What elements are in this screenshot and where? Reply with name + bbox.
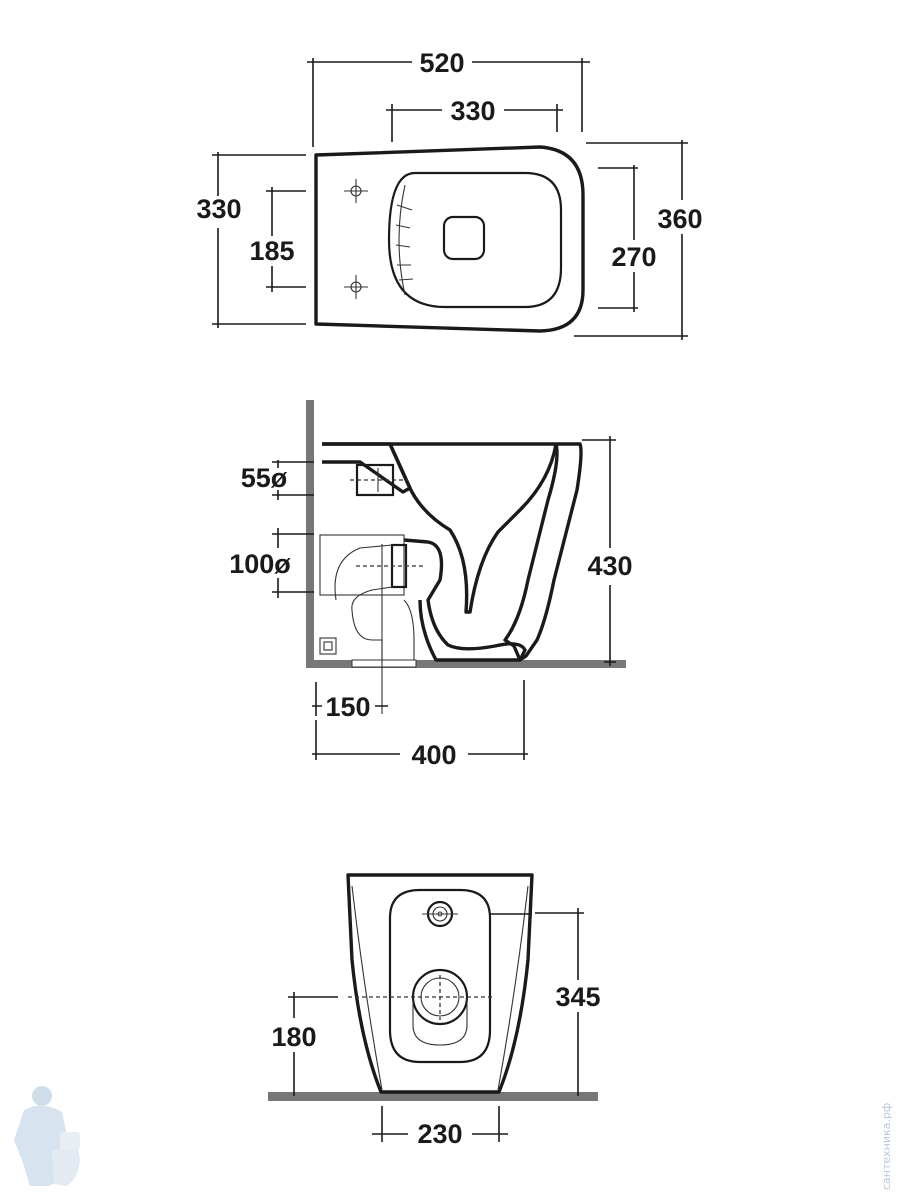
dim-base-width: 230 xyxy=(417,1119,462,1149)
dim-outlet-offset: 150 xyxy=(325,692,370,722)
dim-depth: 400 xyxy=(411,740,456,770)
dim-seat-width: 330 xyxy=(450,96,495,126)
dim-fixing-spacing: 185 xyxy=(249,236,294,266)
plumber-mascot-icon xyxy=(14,1086,80,1186)
top-view-bowl-rim xyxy=(398,184,406,296)
side-view: 55ø 100ø 430 150 400 xyxy=(229,400,633,770)
floor xyxy=(306,660,626,668)
rear-view: 180 345 230 xyxy=(268,873,601,1149)
dim-height: 430 xyxy=(587,551,632,581)
rear-floor xyxy=(268,1092,598,1101)
floor-outlet-plate xyxy=(351,659,417,668)
dim-water-inlet: 55ø xyxy=(241,463,288,493)
side-view-bowl xyxy=(388,443,558,614)
dim-outlet-height: 180 xyxy=(271,1022,316,1052)
rear-waste-outlet xyxy=(348,968,492,1046)
dim-overall-width: 520 xyxy=(419,48,464,78)
top-view-bowl xyxy=(387,171,563,309)
side-view-body xyxy=(322,442,583,662)
dim-inner-depth: 270 xyxy=(611,242,656,272)
top-view: 520 330 330 185 360 270 xyxy=(196,48,703,340)
dim-overall-depth: 330 xyxy=(196,194,241,224)
rear-view-body xyxy=(346,873,534,1094)
fixing-hole-bottom xyxy=(344,275,368,299)
waste-outlet xyxy=(319,534,405,596)
top-view-outline xyxy=(314,145,585,333)
dim-bowl-depth: 360 xyxy=(657,204,702,234)
fixing-hole-top xyxy=(344,179,368,203)
flush-opening xyxy=(442,215,486,261)
rear-panel xyxy=(388,888,492,1064)
rear-water-inlet xyxy=(422,900,458,928)
dim-inlet-height: 345 xyxy=(555,982,600,1012)
watermark-text: сантехника.рф xyxy=(880,1103,893,1190)
dim-waste-outlet: 100ø xyxy=(229,549,291,579)
